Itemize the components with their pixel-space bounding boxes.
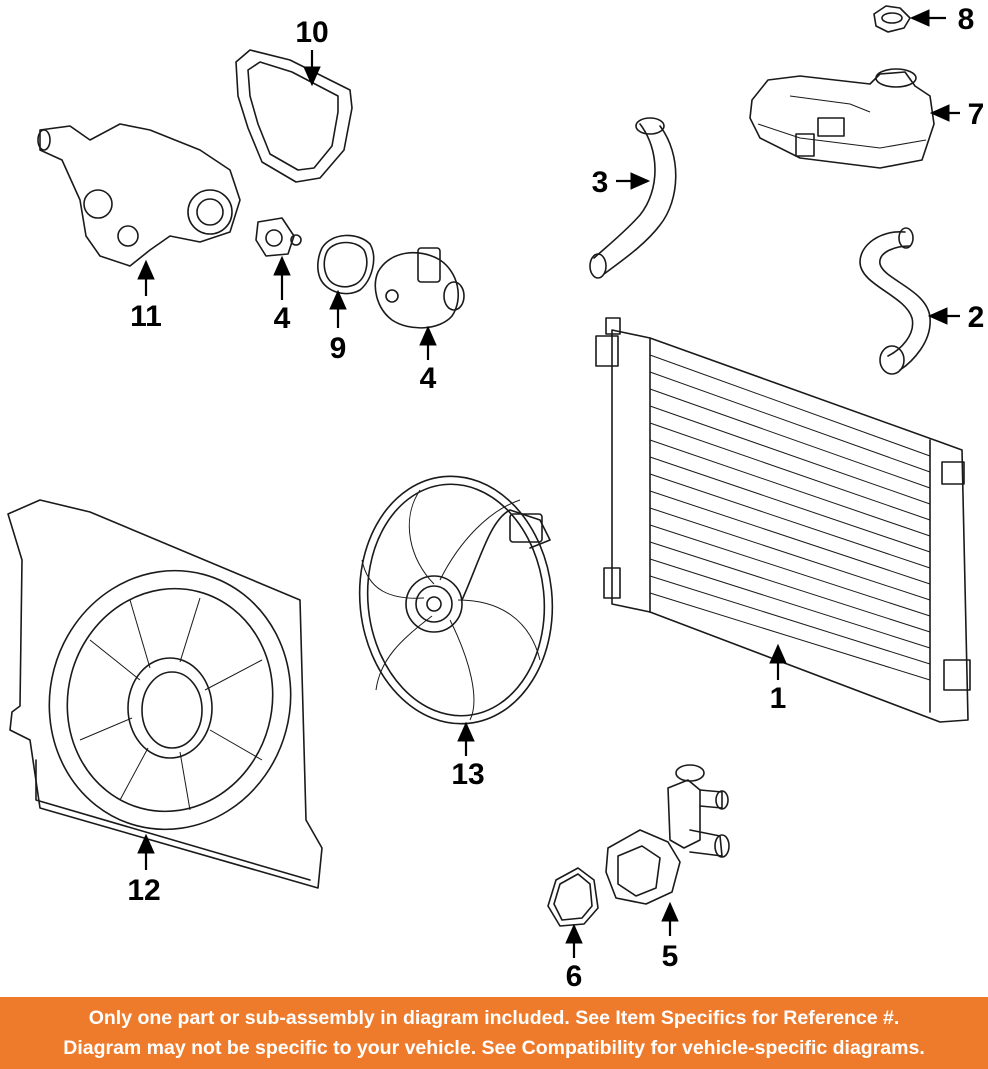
callout-6: 6	[566, 960, 583, 993]
thermostat-part	[255, 217, 302, 257]
callout-5: 5	[662, 940, 679, 973]
callout-9: 9	[330, 332, 347, 365]
thermostat-housing-assembly-part	[37, 123, 241, 267]
callout-4b: 4	[420, 362, 437, 395]
callout-13: 13	[451, 758, 484, 791]
disclaimer-line-2: Diagram may not be specific to your vehi…	[63, 1037, 925, 1059]
callout-11: 11	[130, 300, 162, 333]
coolant-reservoir-part	[749, 68, 935, 169]
thermostat-housing-part	[374, 247, 465, 329]
cooling-fan-part	[358, 475, 554, 725]
callout-7: 7	[968, 98, 985, 131]
leader-lines	[137, 9, 960, 958]
lower-radiator-hose-part	[859, 227, 931, 375]
disclaimer-banner: Only one part or sub-assembly in diagram…	[0, 997, 988, 1069]
parts-diagram: 1 2 3 4 4 5 6 7 8 9 10 11 12 13	[7, 3, 985, 993]
fan-shroud-part	[7, 499, 323, 889]
gasket-part	[547, 867, 599, 927]
seal-ring-part	[317, 234, 375, 295]
upper-radiator-hose-part	[589, 117, 677, 279]
callout-1: 1	[770, 682, 787, 715]
radiator-part	[595, 317, 971, 723]
callout-12: 12	[127, 874, 160, 907]
callout-2: 2	[968, 301, 985, 334]
callout-10: 10	[295, 16, 328, 49]
callout-8: 8	[958, 3, 975, 36]
water-outlet-part	[605, 764, 730, 905]
callout-4a: 4	[274, 302, 291, 335]
housing-gasket-part	[235, 49, 353, 183]
reservoir-cap-part	[873, 5, 911, 33]
callout-3: 3	[592, 166, 609, 199]
disclaimer-line-1: Only one part or sub-assembly in diagram…	[88, 1007, 900, 1029]
